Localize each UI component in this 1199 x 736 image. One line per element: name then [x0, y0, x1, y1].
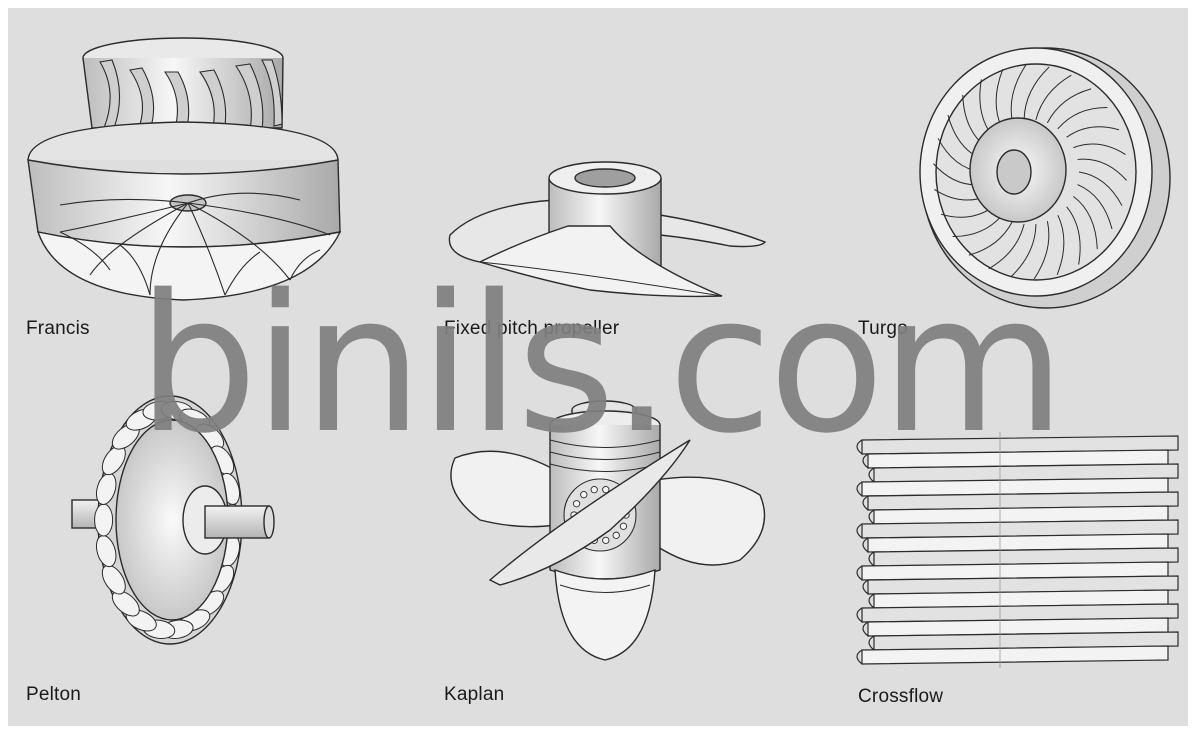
crossflow-blade-curl — [869, 594, 874, 608]
kaplan-bolt — [620, 523, 626, 529]
crossflow-blade-curl — [857, 566, 862, 580]
kaplan-bolt — [591, 486, 597, 492]
crossflow-blade-curl — [869, 510, 874, 524]
kaplan-bolt — [573, 501, 579, 507]
pelton-cup — [95, 504, 113, 536]
crossflow-blade-curl — [863, 496, 868, 510]
pelton-label: Pelton — [26, 684, 81, 706]
crossflow-blade-curl — [857, 482, 862, 496]
crossflow-blade-curl — [863, 622, 868, 636]
crossflow-blade-curl — [869, 636, 874, 650]
crossflow-blade-curl — [857, 608, 862, 622]
crossflow-label: Crossflow — [858, 686, 943, 708]
kaplan-bolt — [603, 537, 609, 543]
crossflow-blade-curl — [863, 538, 868, 552]
crossflow-blade-curl — [863, 580, 868, 594]
crossflow-blade-curl — [869, 552, 874, 566]
watermark: binils.com — [0, 270, 1199, 460]
kaplan-label: Kaplan — [444, 684, 504, 706]
crossflow-blade-curl — [857, 524, 862, 538]
crossflow-blade-curl — [857, 650, 862, 664]
kaplan-bolt — [581, 491, 587, 497]
kaplan-bolt — [613, 532, 619, 538]
